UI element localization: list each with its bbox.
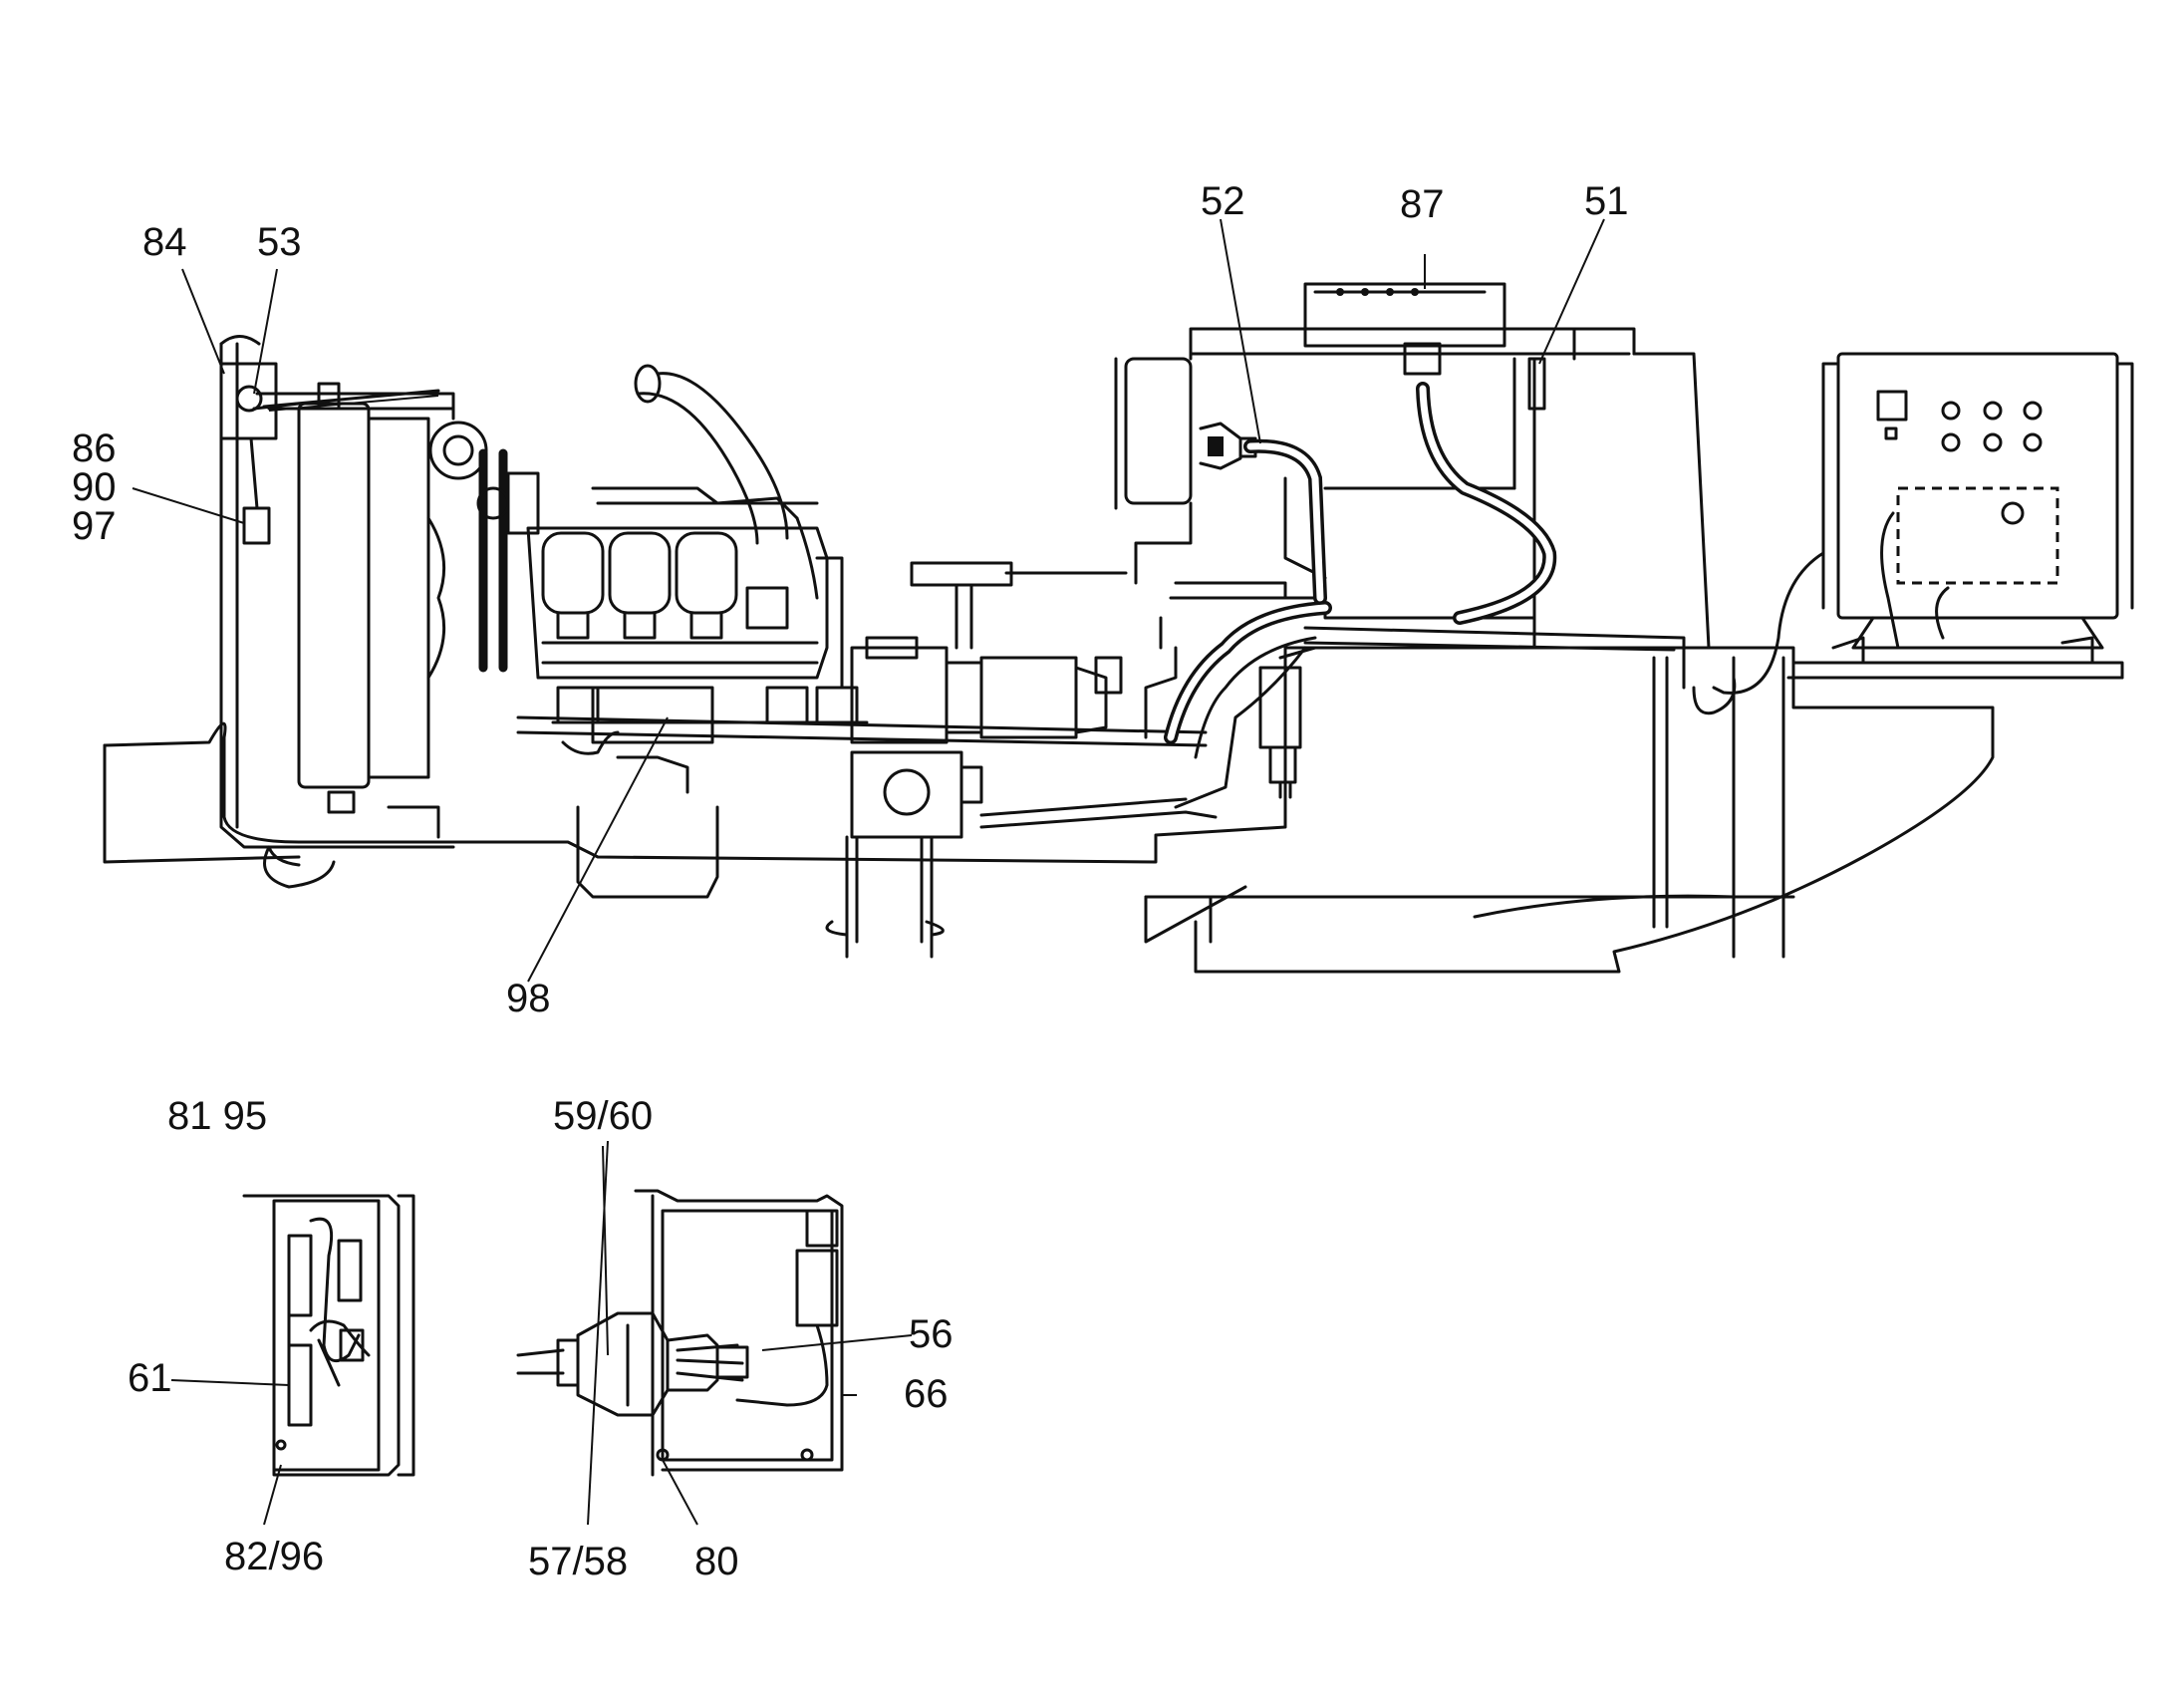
callout-84: 84 — [142, 220, 187, 264]
chassis-frame — [103, 646, 2124, 974]
belt-drive — [476, 448, 540, 673]
hydraulic-pumps — [825, 636, 1123, 959]
callout-52: 52 — [1201, 179, 1245, 223]
callout-87: 87 — [1400, 182, 1445, 226]
callout-90: 90 — [72, 465, 117, 509]
callout-86: 86 — [72, 426, 117, 470]
main-harness — [516, 715, 1218, 829]
detail-view-right — [516, 1189, 844, 1477]
callout-53: 53 — [257, 220, 302, 264]
leader-lines — [132, 218, 1605, 1526]
main-machine-drawing — [103, 282, 2134, 974]
callout-66: 66 — [904, 1372, 949, 1416]
callout-59-60: 59/60 — [553, 1094, 653, 1138]
callout-81-95: 81 95 — [167, 1094, 267, 1138]
callout-97: 97 — [72, 504, 117, 548]
callout-57-58: 57/58 — [528, 1540, 628, 1583]
callout-80: 80 — [694, 1540, 739, 1583]
detail-view-left — [242, 1194, 415, 1477]
callout-61: 61 — [128, 1356, 172, 1400]
callout-51: 51 — [1584, 179, 1629, 223]
cabin-structure — [910, 282, 1711, 739]
cabin-harnesses — [1164, 382, 1737, 809]
radiator-assembly — [219, 335, 488, 849]
callout-98: 98 — [506, 977, 551, 1020]
callout-labels: 52 87 51 84 53 86 90 97 98 81 95 59/60 5… — [72, 179, 1629, 1583]
engine-block — [526, 364, 869, 899]
callout-56: 56 — [909, 1312, 954, 1356]
callout-82-96: 82/96 — [224, 1535, 324, 1578]
control-box — [1712, 352, 2134, 695]
